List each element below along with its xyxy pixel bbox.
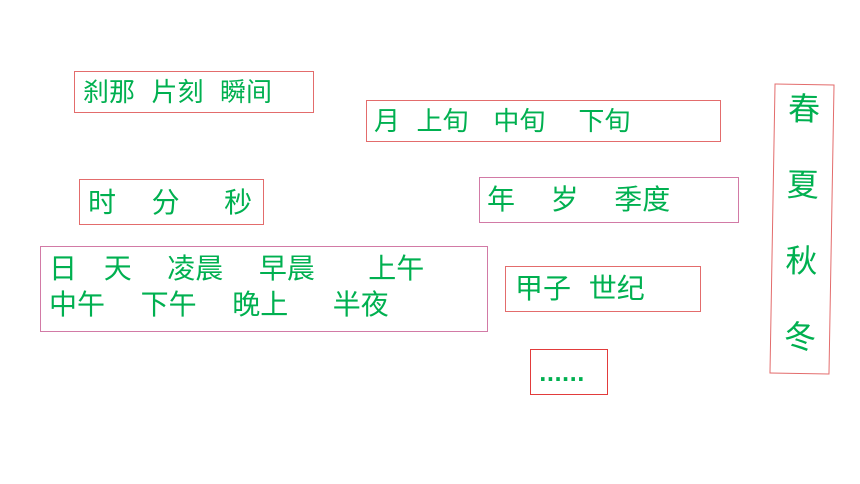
season-winter: 冬 <box>783 317 817 357</box>
time-words-year: 年 岁 季度 <box>487 183 671 216</box>
time-words-instant-box: 刹那 片刻 瞬间 <box>74 71 314 113</box>
time-words-hour: 时 分 秒 <box>88 186 253 219</box>
time-words-era: 甲子 世纪 <box>515 272 645 305</box>
time-words-hour-box: 时 分 秒 <box>79 179 264 225</box>
time-words-month: 月 上旬 中旬 下旬 <box>374 107 631 137</box>
time-words-era-box: 甲子 世纪 <box>505 266 701 312</box>
time-words-more: ...... <box>539 362 585 386</box>
time-words-instant: 刹那 片刻 瞬间 <box>83 78 273 108</box>
seasons-box: 春 夏 秋 冬 <box>769 83 835 375</box>
season-spring: 春 <box>787 89 821 129</box>
time-words-day-line1: 日 天 凌晨 早晨 上午 <box>49 252 425 285</box>
season-summer: 夏 <box>786 165 820 205</box>
time-words-more-box: ...... <box>530 349 608 395</box>
time-words-day-box: 日 天 凌晨 早晨 上午 中午 下午 晚上 半夜 <box>40 246 488 332</box>
time-words-month-box: 月 上旬 中旬 下旬 <box>366 100 721 142</box>
time-words-year-box: 年 岁 季度 <box>479 177 739 223</box>
time-words-day-line2: 中午 下午 晚上 半夜 <box>49 288 389 321</box>
season-autumn: 秋 <box>785 241 818 281</box>
